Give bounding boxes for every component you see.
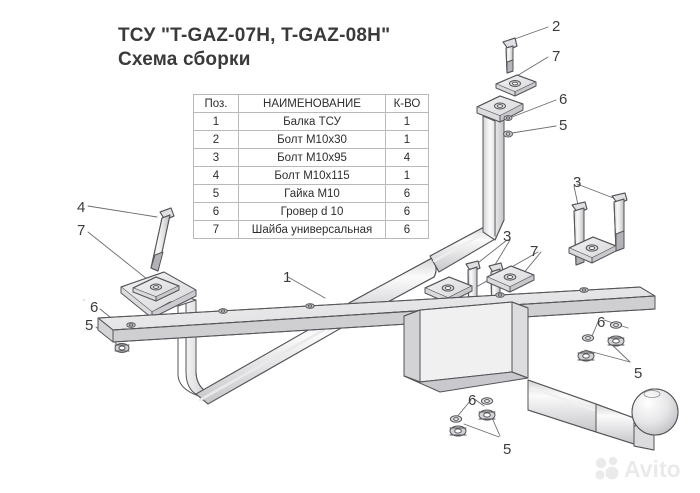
callout-5-upper: 5 bbox=[559, 117, 568, 134]
tow-bar-shank bbox=[527, 379, 635, 445]
callout-7-center: 7 bbox=[530, 243, 539, 260]
title-line-2: Схема сборки bbox=[118, 49, 251, 71]
cell-name: Болт М10х30 bbox=[238, 130, 386, 149]
callout-6-left: 6 bbox=[90, 299, 99, 316]
right-bolt-3-b bbox=[611, 192, 628, 252]
vertical-post bbox=[482, 106, 505, 241]
cell-quantity: 1 bbox=[385, 130, 429, 149]
left-washer-7 bbox=[132, 276, 180, 302]
callout-6-bottom: 6 bbox=[468, 392, 477, 409]
callout-7-left: 7 bbox=[77, 222, 86, 239]
cell-quantity: 6 bbox=[385, 220, 429, 239]
callout-4-left: 4 bbox=[77, 199, 86, 216]
callout-5-bottom: 5 bbox=[503, 441, 512, 458]
top-bolt-2 bbox=[502, 37, 518, 74]
callout-7-top: 7 bbox=[552, 48, 561, 65]
bottom-fastener-stack bbox=[449, 397, 496, 437]
cell-name: Гайка М10 bbox=[238, 184, 386, 203]
cell-quantity: 1 bbox=[385, 112, 429, 131]
callout-5-right: 5 bbox=[634, 365, 643, 382]
right-washer-7-a bbox=[568, 236, 617, 264]
avito-watermark: Avito bbox=[595, 456, 681, 482]
hitch-ball bbox=[631, 388, 679, 451]
callout-1-beam: 1 bbox=[283, 269, 292, 286]
leader-lines bbox=[87, 26, 631, 438]
left-bolt-4 bbox=[150, 207, 175, 272]
cell-name: Шайба универсальная bbox=[238, 220, 386, 239]
callout-2-top: 2 bbox=[552, 18, 561, 35]
callout-6-upper: 6 bbox=[559, 91, 568, 108]
callout-5-left: 5 bbox=[85, 317, 94, 334]
table-header-row: Поз. НАИМЕНОВАНИЕ К-ВО bbox=[193, 94, 429, 113]
header-position: Поз. bbox=[193, 94, 239, 113]
callout-3-right: 3 bbox=[573, 174, 582, 191]
right-fastener-stack bbox=[577, 321, 625, 362]
tow-box bbox=[403, 301, 529, 393]
watermark-text: Avito bbox=[624, 456, 681, 482]
page-title: ТСУ "T-GAZ-07H, T-GAZ-08H" Схема сборки bbox=[118, 24, 390, 73]
callout-3-center: 3 bbox=[503, 228, 512, 245]
post-side-fasteners bbox=[503, 115, 513, 138]
top-washer-7 bbox=[495, 74, 537, 97]
title-line-1: ТСУ "T-GAZ-07H, T-GAZ-08H" bbox=[118, 25, 391, 46]
center-washer-7-b bbox=[486, 265, 535, 293]
callout-6-right: 6 bbox=[597, 314, 606, 331]
